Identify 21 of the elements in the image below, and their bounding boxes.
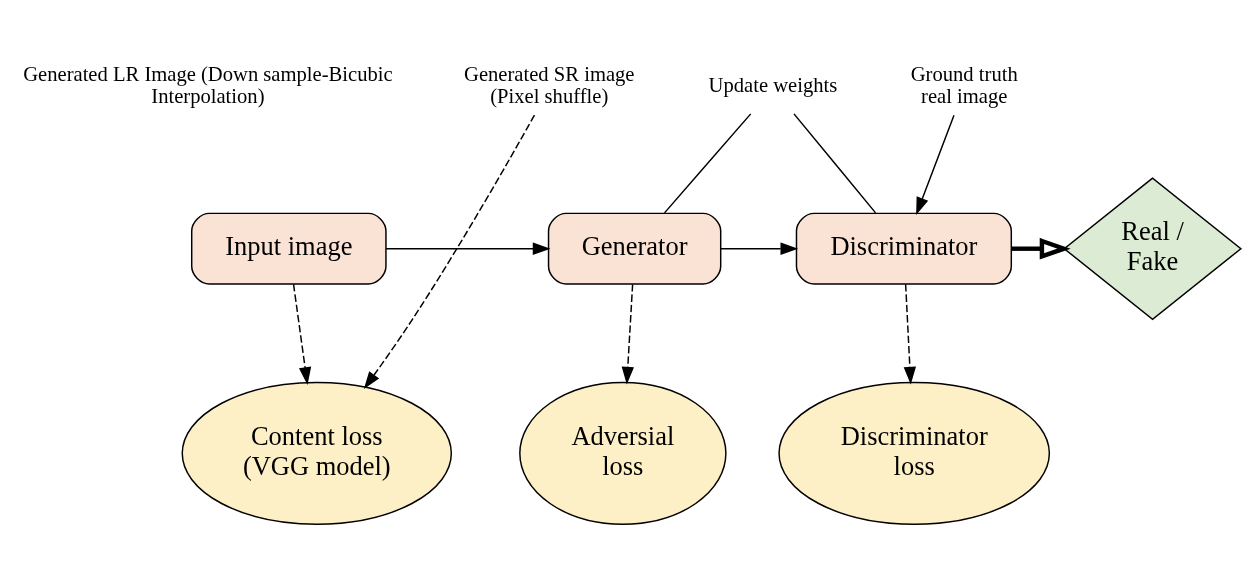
label: Generated LR Image (Down sample-Bicubic Interpolation)	[23, 63, 393, 108]
arrow	[363, 114, 536, 390]
arrow	[292, 283, 312, 385]
node-text: Ground truth real image	[910, 63, 1018, 108]
node-text: Update weights	[708, 74, 838, 97]
connector	[793, 113, 877, 214]
arrow	[903, 283, 917, 385]
node-ellipse: Discriminator loss	[778, 381, 1051, 525]
node-ellipse: Adversial loss	[519, 381, 727, 525]
arrow	[621, 283, 634, 385]
node-ellipse: Content loss (VGG model)	[181, 381, 453, 525]
arrow	[720, 242, 799, 255]
connector	[663, 113, 752, 214]
arrow	[1011, 237, 1071, 260]
node-box: Generator	[547, 212, 722, 285]
arrow	[385, 242, 551, 255]
node-box: Input image	[191, 212, 387, 285]
node-box: Discriminator	[795, 212, 1013, 285]
arrow	[916, 114, 955, 215]
node-diamond: Real / Fake	[1063, 177, 1243, 321]
node-text: Generated SR image (Pixel shuffle)	[464, 63, 635, 108]
